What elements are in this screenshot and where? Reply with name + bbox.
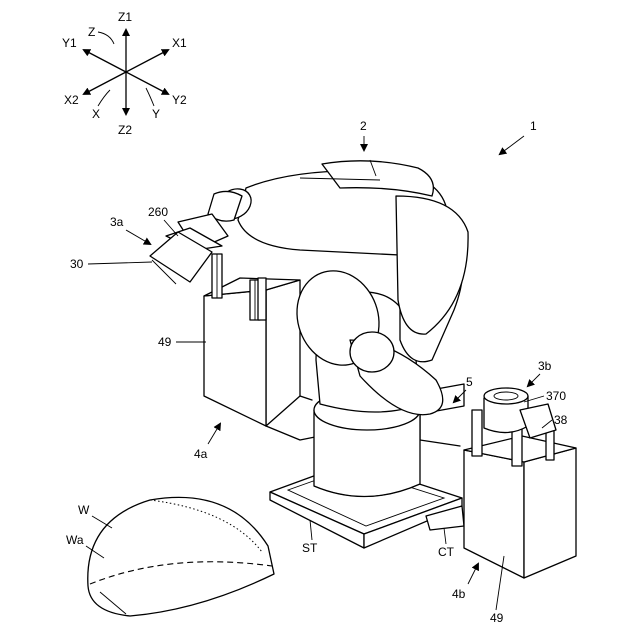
label-st: ST [302, 541, 318, 555]
station-b-post-1 [472, 410, 482, 456]
tool-3b-top [484, 388, 528, 404]
label-49-a: 49 [158, 335, 172, 349]
workpiece-w [88, 497, 274, 616]
axis-y2-label: Y2 [172, 93, 187, 107]
axis-x-label: X [92, 107, 100, 121]
axis-z1-label: Z1 [118, 10, 132, 24]
robot-elbow-joint [350, 332, 394, 372]
label-4a: 4a [194, 447, 208, 461]
label-3a: 3a [110, 215, 124, 229]
workpiece-dome [88, 497, 274, 616]
label-49-b: 49 [490, 611, 504, 625]
label-w: W [78, 503, 90, 517]
axis-z2-label: Z2 [118, 123, 132, 137]
label-wa: Wa [66, 533, 84, 547]
label-ct: CT [438, 545, 455, 559]
robot-elbow-housing [396, 196, 468, 334]
label-1: 1 [530, 119, 537, 133]
label-370: 370 [546, 389, 566, 403]
label-38: 38 [554, 413, 568, 427]
axis-z-label: Z [88, 25, 95, 39]
axis-z-leader [98, 32, 114, 44]
station-b-front [464, 450, 524, 578]
tool-station-4a [204, 254, 300, 426]
label-3b: 3b [538, 359, 552, 373]
station-a-post-3 [258, 278, 266, 320]
label-5: 5 [466, 375, 473, 389]
label-4b: 4b [452, 587, 466, 601]
axis-compass: Z1 Z Y1 X1 X2 Y2 X Y Z2 [62, 10, 187, 137]
axis-y-leader [146, 88, 154, 106]
label-30: 30 [70, 257, 84, 271]
label-2: 2 [360, 119, 367, 133]
axis-x-leader [98, 90, 110, 106]
axis-x1-label: X1 [172, 36, 187, 50]
station-a-side [266, 280, 300, 426]
axis-y1-arrow [84, 50, 126, 72]
label-260: 260 [148, 205, 168, 219]
axis-y1-label: Y1 [62, 36, 77, 50]
station-b-side [524, 448, 576, 578]
tool-station-4b [464, 410, 576, 578]
axis-x2-label: X2 [64, 93, 79, 107]
axis-x1-arrow [126, 50, 168, 72]
axis-y-label: Y [152, 107, 160, 121]
axis-x2-arrow [84, 72, 126, 94]
